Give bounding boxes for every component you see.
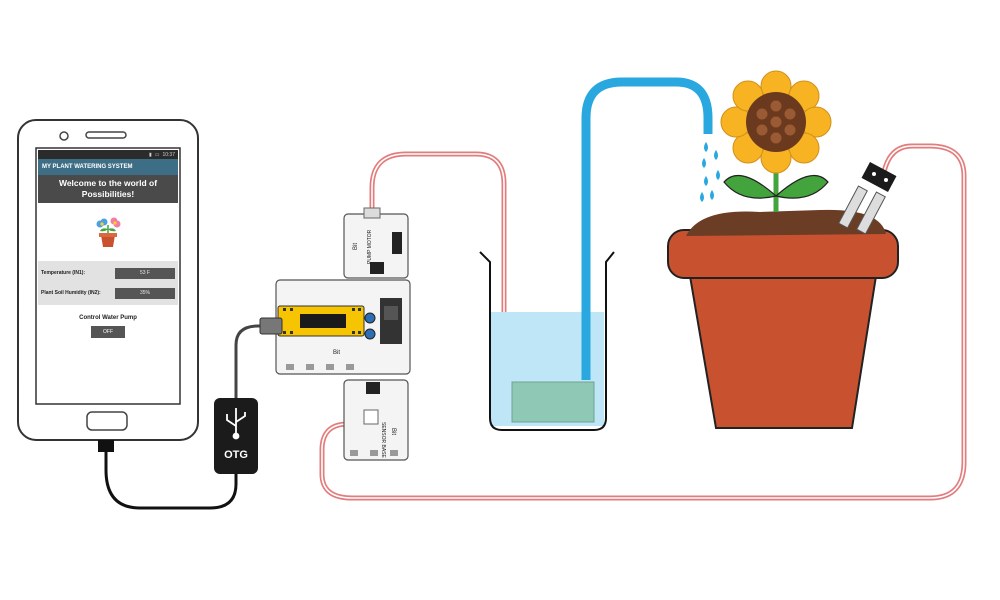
phone-usb-cable xyxy=(104,444,238,510)
main-controller-module: Bit xyxy=(259,279,411,375)
sensor-wire-core xyxy=(321,145,965,499)
flower-pot xyxy=(667,209,899,429)
pot-rim xyxy=(667,229,899,279)
plant-illustration xyxy=(38,203,178,261)
control-water-pump-title: Control Water Pump xyxy=(79,315,137,321)
humidity-row: Plant Soil Humidity (IN2): 35% xyxy=(41,283,175,303)
sensor-module-label: SENSOR BASE xyxy=(380,422,386,459)
usb-plug xyxy=(98,440,114,452)
app-title-bar: MY PLANT WATERING SYSTEM xyxy=(38,159,178,175)
leaf-right xyxy=(774,174,829,199)
sensor-readings: Temperature (IN1): 53 F Plant Soil Humid… xyxy=(38,261,178,305)
otg-adapter: OTG xyxy=(214,398,258,474)
soil xyxy=(686,209,886,236)
front-camera-icon xyxy=(59,131,69,141)
temperature-row: Temperature (IN1): 53 F xyxy=(41,263,175,283)
pump-motor-module: Bit PUMP MOTOR xyxy=(343,207,409,279)
humidity-value: 35% xyxy=(115,287,175,299)
flower-seeds xyxy=(756,100,796,144)
status-bar-time: 10:37 xyxy=(162,151,175,158)
soil-moisture-sensor xyxy=(838,162,897,235)
flower-pot-icon xyxy=(96,217,121,247)
humidity-label: Plant Soil Humidity (IN2): xyxy=(41,290,101,296)
otg-label: OTG xyxy=(224,449,248,461)
water-beaker xyxy=(479,251,615,431)
usb-icon xyxy=(226,408,246,440)
leaf-left xyxy=(723,174,778,199)
earpiece xyxy=(85,131,127,139)
usb-port xyxy=(259,317,283,335)
battery-icon: ▭ xyxy=(154,151,160,158)
water-drops xyxy=(700,142,720,202)
pot-body xyxy=(688,275,878,429)
pump-toggle-button[interactable]: OFF xyxy=(91,326,125,338)
app-title: MY PLANT WATERING SYSTEM xyxy=(42,164,133,170)
status-bar: ▮ ▭ 10:37 xyxy=(38,150,178,159)
sensor-module-brand: Bit xyxy=(390,428,396,435)
welcome-banner: Welcome to the world of Possibilities! xyxy=(38,175,178,203)
main-module-brand: Bit xyxy=(333,350,340,356)
sunflower xyxy=(720,70,832,212)
otg-to-board-cable xyxy=(234,324,268,400)
pump-module-brand: Bit xyxy=(353,243,359,250)
signal-icon: ▮ xyxy=(148,151,152,158)
phone-screen: ▮ ▭ 10:37 MY PLANT WATERING SYSTEM Welco… xyxy=(38,150,178,402)
sensor-base-module: Bit SENSOR BASE xyxy=(343,379,409,461)
temperature-value: 53 F xyxy=(115,267,175,279)
welcome-text: Welcome to the world of Possibilities! xyxy=(58,178,158,199)
pump-module-label: PUMP MOTOR xyxy=(367,229,373,264)
temperature-label: Temperature (IN1): xyxy=(41,270,86,276)
home-button[interactable] xyxy=(86,411,128,431)
submersible-pump xyxy=(511,381,595,423)
water-tube xyxy=(581,77,713,380)
